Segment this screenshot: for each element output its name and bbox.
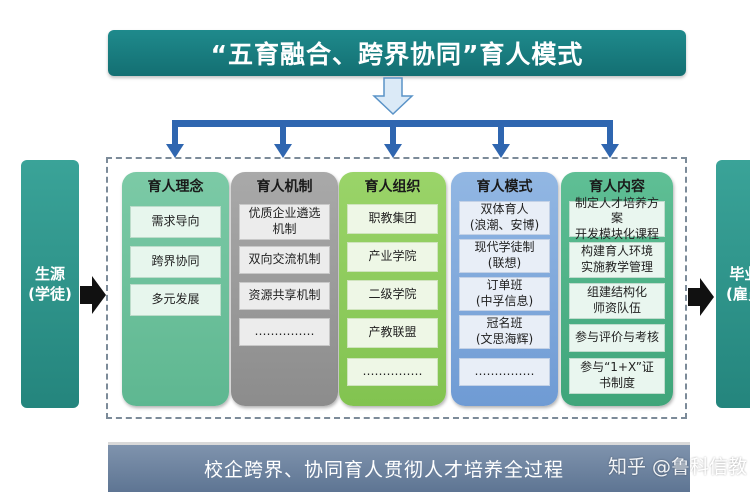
graduate-block: 毕业 (雇员 [716, 160, 750, 408]
graduate-label: 毕业 (雇员 [726, 264, 750, 303]
list-item: 构建育人环境 实施教学管理 [569, 242, 665, 278]
column-header: 育人机制 [256, 179, 313, 195]
mode-frame [106, 157, 687, 419]
diagram-title: “五育融合、跨界协同”育人模式 [108, 30, 686, 76]
list-item: 双向交流机制 [239, 246, 330, 274]
column-mode: 育人模式 双体育人 (浪潮、安博) 现代学徒制 (联想) 订单班 (中孚信息) … [451, 172, 558, 406]
list-item: 双体育人 (浪潮、安博) [459, 201, 550, 235]
list-item: 冠名班 (文思海辉) [459, 315, 550, 349]
list-item: 跨界协同 [130, 246, 221, 278]
watermark: 知乎 @鲁科信教 [608, 456, 748, 478]
list-item: 组建结构化 师资队伍 [569, 283, 665, 319]
list-item: 多元发展 [130, 284, 221, 316]
list-item: 参与评价与考核 [569, 324, 665, 352]
list-item: 参与“1+X”证 书制度 [569, 358, 665, 394]
list-item: 产教联盟 [347, 318, 438, 348]
column-header: 育人组织 [364, 179, 421, 195]
list-item: …………… [459, 358, 550, 386]
arrow-out-icon [688, 278, 714, 316]
list-item: 制定人才培养方案 开发模块化课程 [569, 196, 665, 241]
list-item: 需求导向 [130, 206, 221, 238]
column-header: 育人内容 [589, 179, 645, 195]
arrow-in-icon [80, 276, 106, 314]
column-content: 育人内容 制定人才培养方案 开发模块化课程 构建育人环境 实施教学管理 组建结构… [561, 172, 673, 406]
list-item: 产业学院 [347, 242, 438, 272]
column-concept: 育人理念 需求导向 跨界协同 多元发展 [122, 172, 229, 406]
down-arrow-icon [372, 77, 414, 116]
list-item: 优质企业遴选 机制 [239, 204, 330, 240]
source-block: 生源 (学徒) [21, 160, 79, 408]
branch-arrows [166, 120, 619, 158]
process-banner: 校企跨界、协同育人贯彻人才培养全过程 [108, 442, 690, 492]
list-item: 二级学院 [347, 280, 438, 310]
list-item: 职教集团 [347, 204, 438, 234]
list-item: 现代学徒制 (联想) [459, 239, 550, 273]
list-item: …………… [347, 358, 438, 386]
list-item: …………… [239, 318, 330, 346]
source-label: 生源 (学徒) [28, 264, 72, 303]
process-banner-text: 校企跨界、协同育人贯彻人才培养全过程 [204, 459, 565, 481]
column-header: 育人模式 [476, 179, 533, 195]
list-item: 资源共享机制 [239, 282, 330, 310]
column-organization: 育人组织 职教集团 产业学院 二级学院 产教联盟 …………… [339, 172, 446, 406]
column-mechanism: 育人机制 优质企业遴选 机制 双向交流机制 资源共享机制 …………… [231, 172, 338, 406]
list-item: 订单班 (中孚信息) [459, 277, 550, 311]
column-header: 育人理念 [147, 179, 204, 195]
